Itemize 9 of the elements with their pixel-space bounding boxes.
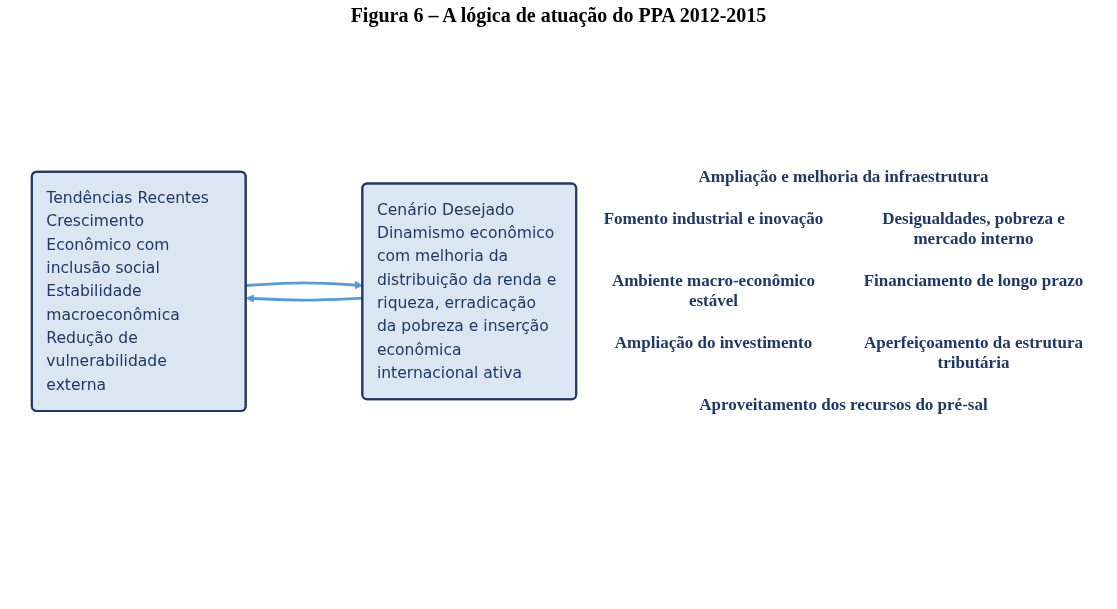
figure-title: Figura 6 – A lógica de atuação do PPA 2012-2015 (349, 4, 768, 27)
policy-label: Desigualdades, pobreza e mercado interno (881, 209, 1066, 249)
policy-label: Ampliação do investimento (613, 333, 814, 354)
policy-label: Aproveitamento dos recursos do pré-sal (698, 395, 989, 415)
policy-label: Aperfeiçoamento da estrutura tributária (862, 333, 1085, 373)
policy-label: Ambiente macro-econômico estável (610, 271, 817, 311)
policy-label: Ampliação e melhoria da infraestrutura (697, 167, 990, 187)
policy-label: Financiamento de longo prazo (862, 271, 1085, 292)
policy-label: Fomento industrial e inovação (602, 209, 825, 230)
